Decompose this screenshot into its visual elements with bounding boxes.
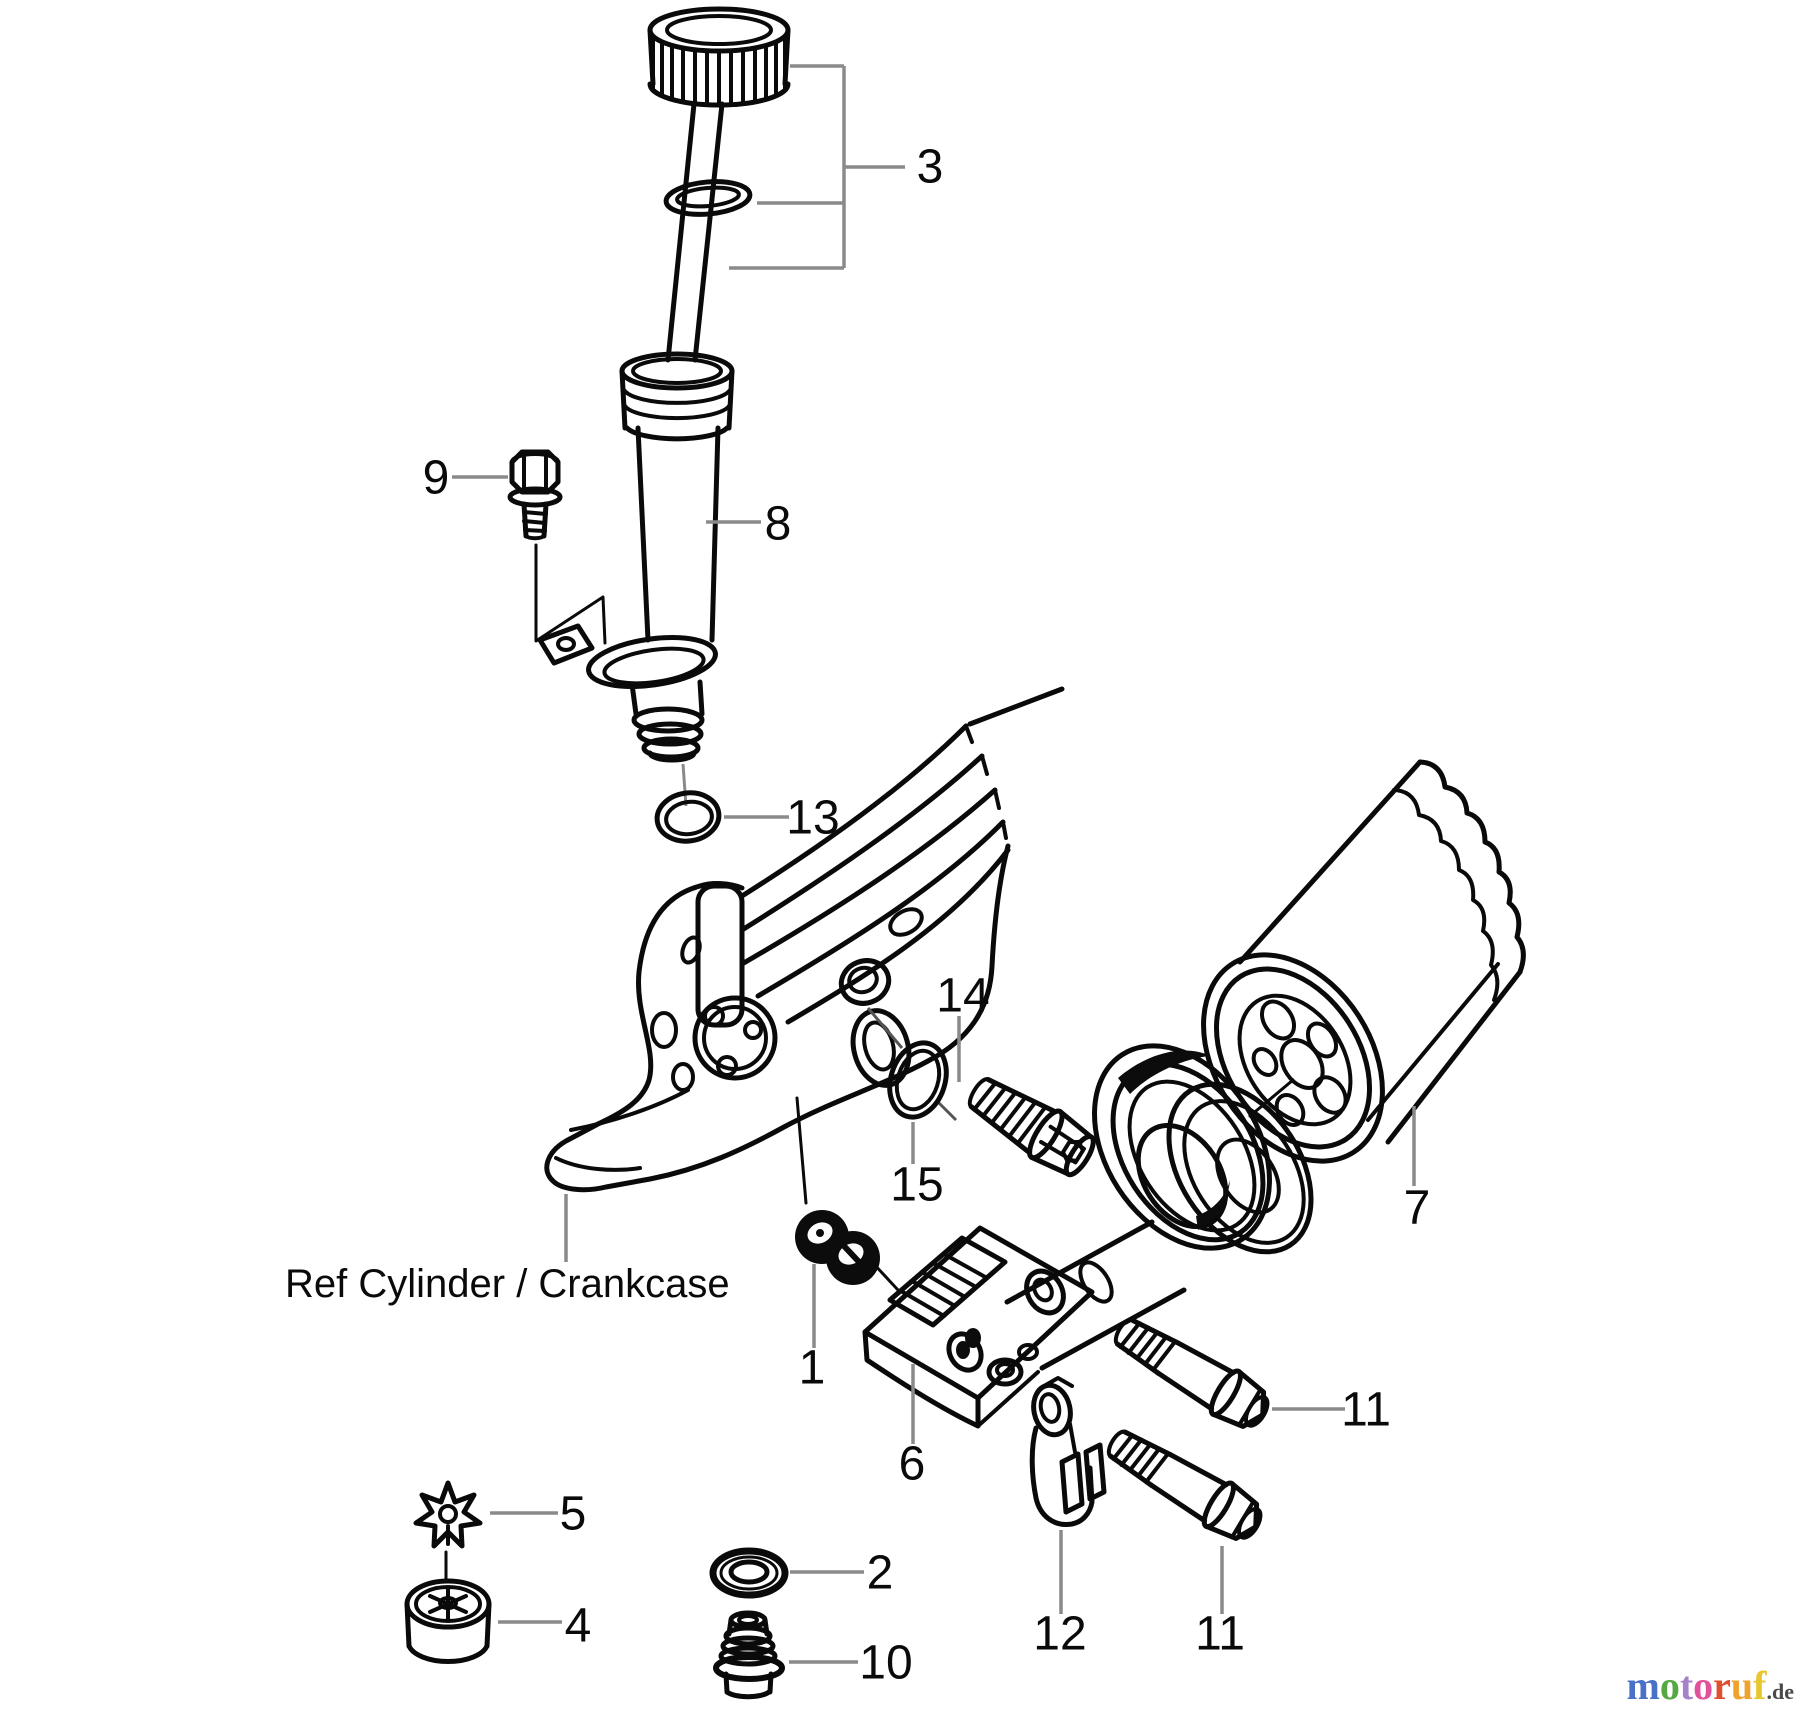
- callout-label-7: 7: [1404, 1182, 1431, 1235]
- callout-label-9: 9: [423, 452, 450, 505]
- callout-label-2: 2: [867, 1547, 894, 1600]
- callout-label-13: 13: [786, 792, 839, 845]
- callout-label-3: 3: [917, 141, 944, 194]
- watermark-letter: m: [1626, 1663, 1660, 1708]
- watermark-letter: o: [1659, 1663, 1680, 1708]
- callout-label-8: 8: [765, 498, 792, 551]
- watermark-letter: t: [1679, 1663, 1694, 1708]
- reference-note: Ref Cylinder / Crankcase: [285, 1262, 730, 1306]
- callout-label-12: 12: [1033, 1608, 1086, 1661]
- filter-adapter: [862, 1219, 1187, 1429]
- watermark-letter: u: [1730, 1663, 1754, 1708]
- mount-bolt-upper: [1113, 1317, 1270, 1429]
- watermark-letter: r: [1713, 1663, 1731, 1708]
- callout-label-14: 14: [936, 970, 989, 1023]
- callout-label-11: 11: [1195, 1608, 1245, 1661]
- callout-label-11: 11: [1341, 1384, 1391, 1437]
- sealing-washer: [709, 1547, 789, 1599]
- watermark-letter: f: [1753, 1663, 1767, 1708]
- dipstick-tube: [537, 351, 735, 807]
- callouts: 3 9 8 13 14 15 7 1 6 11 12 11 2 10 5 4 Ref Cylinder / Cr…: [285, 141, 1430, 1690]
- watermark-logo: motoruf.de: [1627, 1662, 1795, 1709]
- crankcase: [544, 686, 1065, 1205]
- drain-plug: [713, 1610, 785, 1700]
- callout-label-1: 1: [799, 1342, 826, 1395]
- callout-label-6: 6: [899, 1438, 926, 1491]
- oil-filter: [1201, 759, 1526, 1164]
- filter-mount-spool: [1092, 1043, 1314, 1255]
- dipstick-cap-assembly: [647, 6, 846, 363]
- mount-bolt-lower: [1106, 1429, 1263, 1541]
- callout-label-15: 15: [890, 1159, 943, 1212]
- tube-oring: [654, 790, 722, 844]
- callout-label-10: 10: [859, 1637, 912, 1690]
- tube-flange-bolt: [507, 449, 607, 645]
- clamp: [1029, 1376, 1107, 1527]
- watermark-suffix: .de: [1766, 1679, 1795, 1704]
- pump-outer-rotor: [404, 1578, 492, 1665]
- pump-inner-rotor: [413, 1480, 483, 1584]
- oil-passage-plug: [967, 1076, 1096, 1178]
- callout-label-5: 5: [560, 1488, 587, 1541]
- callout-label-4: 4: [565, 1600, 592, 1653]
- adapter-oring: [887, 1040, 949, 1120]
- pump-rotor-pair: [795, 1210, 900, 1292]
- watermark-letter: o: [1693, 1663, 1714, 1708]
